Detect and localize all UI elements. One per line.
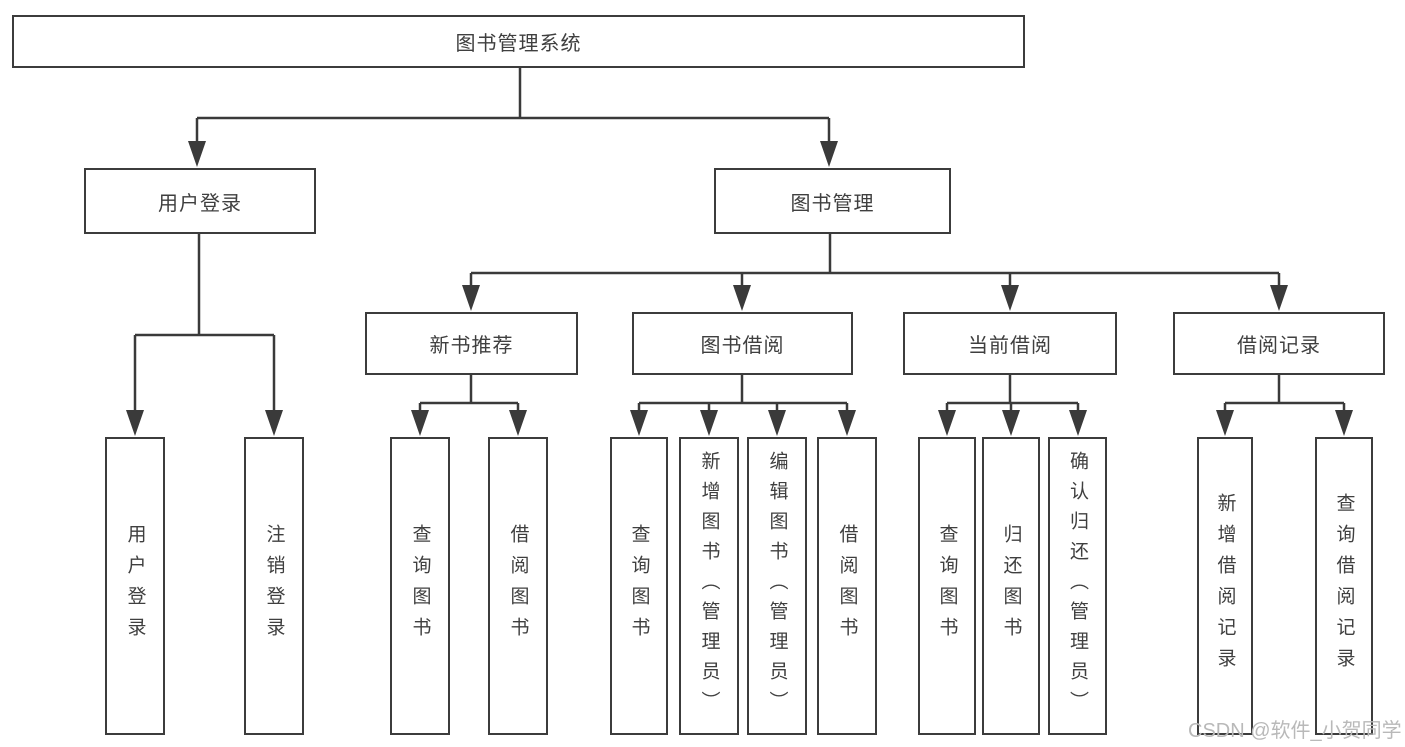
leaf-borrow-books-borrowing: 借阅图书 [817, 437, 877, 735]
node-current-borrowing: 当前借阅 [903, 312, 1117, 375]
leaf-query-books-borrowing: 查询图书 [610, 437, 668, 735]
leaf-query-borrow-record: 查询借阅记录 [1315, 437, 1373, 735]
leaf-add-book-admin: 新增图书（管理员） [679, 437, 739, 735]
leaf-logout: 注销登录 [244, 437, 304, 735]
leaf-user-login-label: 用户登录 [124, 524, 146, 648]
leaf-add-borrow-record: 新增借阅记录 [1197, 437, 1253, 735]
leaf-query-books-current-label: 查询图书 [936, 524, 958, 648]
leaf-query-books-recommend: 查询图书 [390, 437, 450, 735]
leaf-confirm-return-admin: 确认归还（管理员） [1048, 437, 1107, 735]
leaf-add-book-admin-label: 新增图书（管理员） [698, 451, 720, 721]
leaf-add-borrow-record-label: 新增借阅记录 [1214, 493, 1236, 679]
tree-edges [133, 68, 1346, 413]
node-new-book-recommend: 新书推荐 [365, 312, 578, 375]
node-system-root: 图书管理系统 [12, 15, 1025, 68]
leaf-borrow-books-recommend: 借阅图书 [488, 437, 548, 735]
leaf-edit-book-admin: 编辑图书（管理员） [747, 437, 807, 735]
leaf-borrow-books-recommend-label: 借阅图书 [507, 524, 529, 648]
node-user-login: 用户登录 [84, 168, 316, 234]
leaf-edit-book-admin-label: 编辑图书（管理员） [766, 451, 788, 721]
leaf-query-books-recommend-label: 查询图书 [409, 524, 431, 648]
leaf-logout-label: 注销登录 [263, 524, 285, 648]
leaf-return-book-label: 归还图书 [1000, 524, 1022, 648]
node-borrowing-records: 借阅记录 [1173, 312, 1385, 375]
node-book-borrowing: 图书借阅 [632, 312, 853, 375]
leaf-return-book: 归还图书 [982, 437, 1040, 735]
node-book-management: 图书管理 [714, 168, 951, 234]
leaf-query-books-borrowing-label: 查询图书 [628, 524, 650, 648]
arrowheads [126, 141, 1353, 436]
leaf-query-books-current: 查询图书 [918, 437, 976, 735]
leaf-borrow-books-borrowing-label: 借阅图书 [836, 524, 858, 648]
csdn-watermark: CSDN @软件_小贺同学 [1188, 720, 1402, 742]
leaf-confirm-return-admin-label: 确认归还（管理员） [1067, 451, 1088, 721]
leaf-user-login: 用户登录 [105, 437, 165, 735]
leaf-query-borrow-record-label: 查询借阅记录 [1333, 493, 1355, 679]
